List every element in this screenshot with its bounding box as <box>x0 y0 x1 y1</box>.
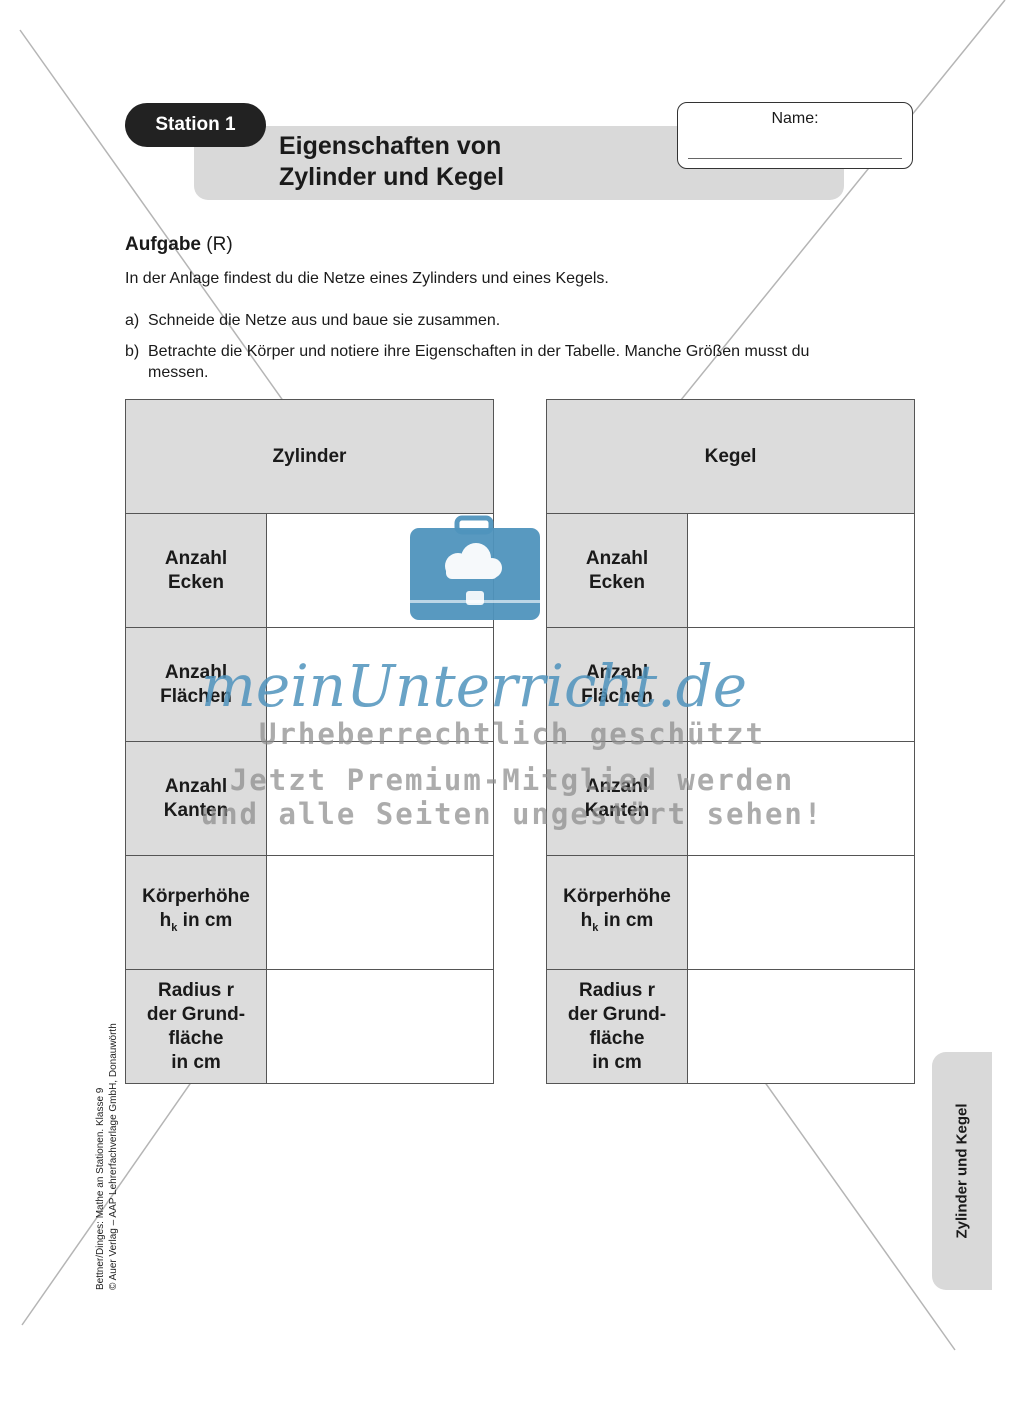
table-header: Zylinder <box>125 399 494 514</box>
answer-cell[interactable] <box>687 513 915 628</box>
answer-cell[interactable] <box>687 969 915 1084</box>
answer-cell[interactable] <box>266 627 494 742</box>
copyright-line-2: © Auer Verlag – AAP Lehrerfachverlage Gm… <box>108 1023 119 1290</box>
table-header: Kegel <box>546 399 915 514</box>
task-b-label: b) <box>125 343 140 360</box>
answer-cell[interactable] <box>266 855 494 970</box>
name-label: Name: <box>771 110 819 127</box>
task-heading-bold: Aufgabe <box>125 234 201 255</box>
copyright-note: Bettner/Dinges: Mathe an Stationen. Klas… <box>94 1023 120 1290</box>
answer-cell[interactable] <box>687 627 915 742</box>
answer-cell[interactable] <box>687 855 915 970</box>
name-field[interactable]: Name: <box>677 102 913 169</box>
copyright-line-1: Bettner/Dinges: Mathe an Stationen. Klas… <box>95 1087 106 1290</box>
page-title: Eigenschaften von Zylinder und Kegel <box>279 131 504 193</box>
task-b: b) Betrachte die Körper und notiere ihre … <box>125 341 809 383</box>
side-topic-tab: Zylinder und Kegel <box>932 1052 992 1290</box>
title-line-2: Zylinder und Kegel <box>279 163 505 191</box>
task-intro: In der Anlage findest du die Netze eines… <box>125 270 609 287</box>
answer-cell[interactable] <box>266 969 494 1084</box>
title-line-1: Eigenschaften von <box>279 132 502 160</box>
answer-cell[interactable] <box>266 741 494 856</box>
task-a-label: a) <box>125 312 140 329</box>
answer-cell[interactable] <box>266 513 494 628</box>
station-badge: Station 1 <box>125 103 266 147</box>
task-a: a) Schneide die Netze aus und baue sie zu… <box>125 310 500 331</box>
task-b-text-1: Betrachte die Körper und notiere ihre Ei… <box>148 343 810 360</box>
task-b-text-2: messen. <box>148 364 209 381</box>
name-underline <box>688 158 902 159</box>
task-heading: Aufgabe (R) <box>125 234 233 256</box>
answer-cell[interactable] <box>687 741 915 856</box>
task-a-text: Schneide die Netze aus und baue sie zusa… <box>148 312 501 329</box>
side-tab-label: Zylinder und Kegel <box>953 1103 971 1239</box>
task-level: (R) <box>206 234 233 255</box>
